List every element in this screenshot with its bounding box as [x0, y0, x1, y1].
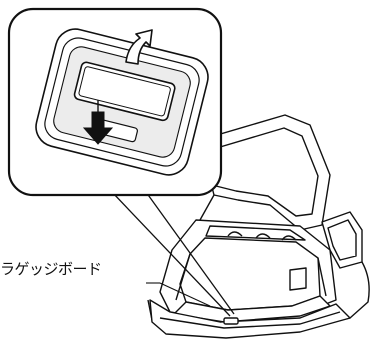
detail-callout [9, 9, 221, 195]
luggage-board-label: ラゲッジボード [0, 258, 160, 279]
luggage-board-handle [224, 318, 238, 324]
